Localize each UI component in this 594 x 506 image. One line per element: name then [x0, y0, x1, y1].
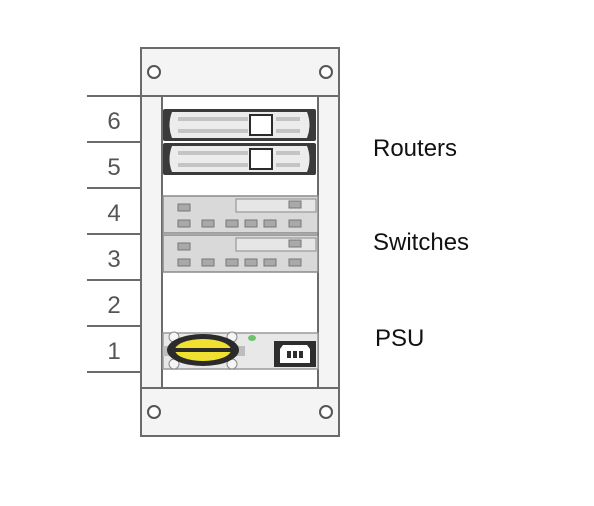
mounting-hole-icon — [147, 405, 161, 419]
rack-left-rail — [140, 95, 163, 389]
status-led-icon — [248, 335, 256, 341]
router-unit-6 — [163, 109, 316, 141]
fan-icon — [163, 331, 245, 370]
rack-top-plate — [140, 47, 340, 97]
psu-unit-1 — [162, 331, 319, 370]
rack-bottom-plate — [140, 387, 340, 437]
unit-number-1: 1 — [107, 338, 120, 365]
switches-label: Switches — [373, 229, 469, 256]
rack-frame — [140, 47, 340, 437]
router-unit-5 — [163, 143, 316, 175]
unit-ruler — [87, 95, 141, 373]
unit-number-4: 4 — [107, 200, 120, 227]
mounting-hole-icon — [319, 405, 333, 419]
rack-right-rail — [317, 95, 340, 389]
routers-label: Routers — [373, 135, 457, 162]
unit-number-6: 6 — [107, 108, 120, 135]
unit-number-5: 5 — [107, 154, 120, 181]
power-socket-icon — [274, 341, 316, 367]
mounting-hole-icon — [319, 65, 333, 79]
switch-unit-4 — [162, 195, 319, 234]
unit-number-3: 3 — [107, 246, 120, 273]
psu-label: PSU — [375, 325, 424, 352]
switch-unit-3 — [162, 234, 319, 273]
mounting-hole-icon — [147, 65, 161, 79]
mounting-holes — [147, 65, 333, 419]
unit-number-2: 2 — [107, 292, 120, 319]
unit-numbers: 6 5 4 3 2 1 — [107, 108, 120, 365]
